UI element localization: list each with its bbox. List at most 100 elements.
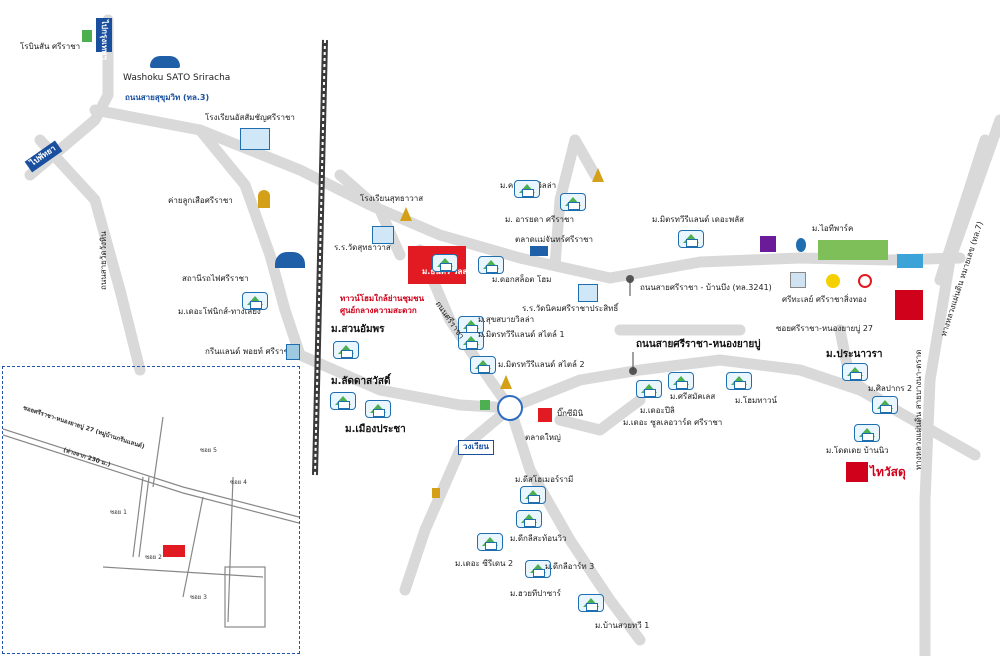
inset-soi-3: ซอย 3	[190, 594, 207, 601]
gas-icon	[790, 272, 806, 288]
bank-icon	[858, 274, 872, 288]
village-label: ม.บ้านสวยทวี 1	[595, 621, 650, 630]
golf-field	[818, 240, 888, 260]
railway-station-label: สถานีรถไฟศรีราชา	[182, 274, 249, 283]
village-label: ม.เดอะโฟนิกส์-ทางเลี่ยง	[178, 307, 261, 316]
soi-27-label: ซอยศรีราชา-หนองยายบู่ 27	[776, 324, 874, 333]
village-icon	[242, 292, 268, 310]
village-icon	[365, 400, 391, 418]
village-icon	[560, 193, 586, 211]
lotus-store-icon	[895, 290, 923, 320]
village-icon	[636, 380, 662, 398]
seven-eleven-icon	[480, 400, 490, 410]
bangkok-direction-sign: ไปกรุงเทพฯ	[96, 18, 112, 60]
banbueng-road-label: ถนนสายศรีราชา - บ้านบึง (ทล.3241)	[640, 283, 772, 292]
village-icon	[726, 372, 752, 390]
assumption-school-label: โรงเรียนอัสสัมชัญศรีราชา	[205, 113, 295, 122]
washoku-label: Washoku SATO Sriracha	[123, 73, 231, 83]
inset-soi-2: ซอย 2	[145, 554, 162, 561]
village-icon	[478, 256, 504, 274]
village-label: กรีนแลนด์ พอยท์ ศรีราชา	[205, 347, 294, 356]
west-road-label: ถนนสายวัดวังหิน	[99, 231, 108, 290]
robinson-label: โรบินสัน ศรีราชา	[20, 42, 81, 51]
village-icon	[477, 533, 503, 551]
inset-roads	[2, 416, 300, 628]
robinson-icon	[82, 30, 92, 42]
station-badge	[897, 254, 923, 268]
shell-icon	[826, 274, 840, 288]
village-icon	[525, 560, 551, 578]
village-icon	[668, 372, 694, 390]
village-label: ม.เดอะ ซีรีเดน 2	[455, 559, 514, 568]
village-icon	[470, 356, 496, 374]
big-c-label: บิ๊กซีมินิ	[557, 409, 584, 418]
village-label: ม.ลัดดาสวัสดิ์	[331, 376, 391, 387]
golf-label: ม.ไอทีพาร์ค	[812, 224, 854, 233]
village-label: ม.ดีสโฮเมอร์รามี	[515, 475, 574, 484]
inset-soi-5: ซอย 5	[200, 447, 217, 454]
rainbow-road-label: ทางหลวงแผ่นดิน สายบางนา-ตราด	[914, 349, 923, 470]
village-label: ม.เดอะ ซูลเลอวาร์ด ศรีราชา	[623, 418, 723, 427]
washoku-icon	[150, 56, 180, 68]
lotus-label: ศรีทะเลย์ ศรีราชาสิ่งทอง	[782, 295, 867, 304]
village-label: ม.มิตรทวีรีแลนด์ สไตล์ 2	[498, 360, 585, 369]
village-label: ม.โดดเดย บ้านนิว	[826, 446, 889, 455]
water-icon	[796, 238, 806, 252]
bank-icon	[760, 236, 776, 252]
village-label: ม.เมืองประชา	[345, 424, 406, 435]
circle-sign: วงเวียน	[458, 440, 494, 455]
wat-school-label: ร.ร.วัดสุทธาวาส	[334, 243, 391, 252]
village-icon	[520, 486, 546, 504]
project-note-2: ศูนย์กลางความสะดวก	[340, 306, 417, 315]
railway-line	[312, 39, 328, 476]
thaiwatsadu-logo	[846, 462, 868, 482]
inset-map-box	[2, 366, 300, 654]
temple-icon	[500, 375, 512, 389]
village-icon	[854, 424, 880, 442]
nongyaibu-road-label: ถนนสายศรีราชา-หนองยายบู่	[636, 339, 761, 350]
village-label: ม.ศิลปากร 2	[868, 384, 913, 393]
village-label: ม.ฮวยทีปาซาร์	[510, 589, 561, 598]
suthawas-school-label: โรงเรียนสุทธาวาส	[360, 194, 424, 203]
village-label: ม.โฮมทาวน์	[735, 396, 777, 405]
temple-icon	[592, 168, 604, 182]
market-label: ตลาดแม่จันทร์ศรีราชา	[515, 235, 594, 244]
village-icon	[872, 396, 898, 414]
village-label: ม.ดอกสล็อต โฮม	[492, 275, 552, 284]
village-icon	[516, 510, 542, 528]
inset-soi-1: ซอย 1	[110, 509, 127, 516]
hospital-icon	[286, 344, 300, 360]
market-label: ตลาดใหญ่	[525, 433, 561, 442]
village-icon	[842, 363, 868, 381]
village-label: ม.ดีกลีอาร์ท 3	[545, 562, 595, 571]
village-label: ม. อารยดา ศรีราชา	[505, 215, 574, 224]
temple-icon	[400, 207, 412, 221]
village-icon	[578, 594, 604, 612]
village-icon	[678, 230, 704, 248]
market-icon	[530, 246, 548, 256]
village-icon	[330, 392, 356, 410]
village-label: ม.ประนาวรา	[826, 349, 883, 360]
school-icon	[578, 284, 598, 302]
village-icon	[333, 341, 359, 359]
village-label: ม.มิตรทวีรีแลนด์ เดอะพลัส	[652, 215, 744, 224]
village-label: ม.เดอะปีลิ	[640, 406, 675, 415]
village-label: ม.มิตรทวีรีแลนด์ สไตล์ 1	[478, 330, 565, 339]
village-icon	[514, 180, 540, 198]
sukhumvit-road-label: ถนนสายสุขุมวิท (ทล.3)	[125, 93, 210, 102]
shop-icon	[432, 488, 440, 498]
village-label: ม.ศรีสมัคเลส	[670, 392, 716, 401]
scout-icon	[258, 190, 270, 208]
station-icon	[275, 252, 305, 268]
store-icon	[538, 408, 552, 422]
village-label: ม.สุขสบายวิลล่า	[478, 315, 535, 324]
school-icon	[372, 226, 394, 244]
inset-soi-4: ซอย 4	[230, 479, 247, 486]
school-label: ร.ร.วัดนิคมศรีราชาประสิทธิ์	[522, 304, 619, 313]
village-icon	[432, 254, 458, 272]
village-label: ม.สวนอัมพร	[331, 324, 385, 335]
thaiwatsadu-label: ไทวัสดุ	[870, 465, 906, 479]
project-note: ทาวน์โฮมใกล้ย่านชุมชน	[340, 294, 425, 303]
school-icon	[240, 128, 270, 150]
